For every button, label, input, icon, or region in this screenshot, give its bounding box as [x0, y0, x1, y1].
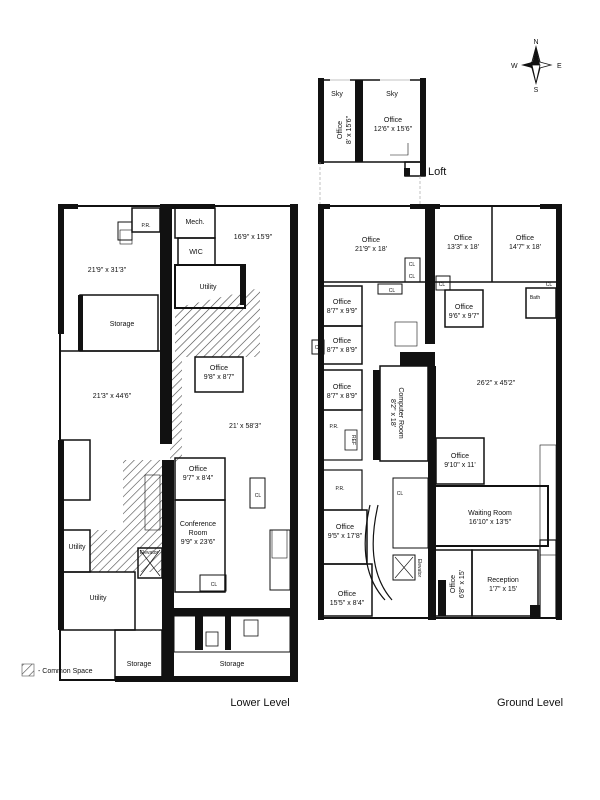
compass-e: E: [557, 63, 562, 70]
ground-office-10-dim: 15'5" x 8'4": [330, 600, 365, 607]
lower-room-top-right: 16'9" x 15'9": [234, 234, 273, 241]
lower-storage-upper: Storage: [110, 321, 135, 328]
legend: - Common Space: [21, 663, 93, 677]
ground-office-2-name: Office: [454, 235, 472, 242]
lower-wic: WIC: [189, 249, 203, 256]
lower-conference-name2: Room: [189, 530, 208, 537]
compass-s: S: [534, 87, 539, 94]
lower-conference-dim: 9'9" x 23'6": [181, 539, 216, 546]
loft-plan: Sky Sky Office 8' x 15'6" Office 12'6" x…: [318, 78, 446, 205]
ground-waiting-name: Waiting Room: [468, 510, 512, 517]
ground-office-1-dim: 21'9" x 18': [355, 246, 387, 253]
loft-office-left-name: Office: [337, 121, 344, 139]
ground-office-5-dim: 9'6" x 9'7": [449, 313, 480, 320]
lower-level-plan: P.R. Mech. WIC 16'9" x 15'9" 21'9" x 31'…: [58, 204, 298, 709]
lower-storage-bl: Storage: [127, 661, 152, 668]
ground-cl-b: CL: [409, 274, 416, 280]
lower-cl2: CL: [211, 582, 218, 588]
legend-label: - Common Space: [38, 668, 93, 675]
ground-cl-c: CL: [439, 282, 446, 288]
lower-conference-name1: Conference: [180, 521, 216, 528]
ground-office-7-name: Office: [333, 384, 351, 391]
lower-utility-top: Utility: [199, 284, 217, 291]
lower-room-big-left: 21'3" x 44'6": [93, 393, 132, 400]
ground-bath: Bath: [530, 295, 541, 301]
ground-pr2: P.R.: [335, 486, 344, 492]
ground-office-3-name: Office: [516, 235, 534, 242]
lower-cl1: CL: [255, 493, 262, 499]
ground-level-title: Ground Level: [497, 697, 563, 709]
ground-office-4-name: Office: [333, 299, 351, 306]
ground-level-plan: Office 21'9" x 18' Office 13'3" x 18' Of…: [311, 204, 563, 709]
lower-pr: P.R.: [141, 223, 150, 229]
ground-office-7-dim: 8'7" x 8'9": [327, 393, 358, 400]
ground-office-2-dim: 13'3" x 18': [447, 244, 479, 251]
ground-cl-e: CL: [315, 345, 322, 351]
ground-office-5-name: Office: [455, 304, 473, 311]
compass-n: N: [533, 39, 538, 46]
lower-level-title: Lower Level: [230, 697, 289, 709]
ground-open-area: 26'2" x 45'2": [477, 380, 516, 387]
ground-office-8-name: Office: [451, 453, 469, 460]
loft-title: Loft: [428, 166, 446, 178]
ground-cl-a: CL: [409, 262, 416, 268]
ground-office-11-name: Office: [450, 575, 457, 593]
lower-room-top-left: 21'9" x 31'3": [88, 267, 127, 274]
loft-sky-right: Sky: [386, 91, 398, 98]
lower-elevator: Elevator: [140, 550, 159, 556]
ground-office-9-dim: 9'5" x 17'8": [328, 533, 363, 540]
ground-pr1: P.R.: [329, 424, 338, 430]
lower-office-a-name: Office: [210, 365, 228, 372]
ground-office-3-dim: 14'7" x 18': [509, 244, 541, 251]
ground-office-4-dim: 8'7" x 9'9": [327, 308, 358, 315]
loft-office-right-dim: 12'6" x 15'6": [374, 126, 413, 133]
ground-office-11-dim: 6'8" x 15': [459, 570, 466, 598]
lower-mech: Mech.: [185, 219, 204, 226]
legend-swatch: [21, 663, 35, 677]
loft-office-right-name: Office: [384, 117, 402, 124]
ground-office-6-name: Office: [333, 338, 351, 345]
ground-ref: REF: [350, 435, 356, 445]
ground-elevator: Elevator: [416, 559, 422, 578]
compass-w: W: [511, 63, 518, 70]
ground-office-1-name: Office: [362, 237, 380, 244]
ground-cl-g: CL: [397, 491, 404, 497]
ground-office-6-dim: 8'7" x 8'9": [327, 347, 358, 354]
compass: N S E W: [511, 39, 562, 94]
lower-utility-bottom: Utility: [89, 595, 107, 602]
ground-reception-dim: 1'7" x 15': [489, 586, 517, 593]
lower-office-b-dim: 9'7" x 8'4": [183, 475, 214, 482]
ground-cl-f: CL: [546, 282, 553, 288]
ground-office-9-name: Office: [336, 524, 354, 531]
ground-waiting-dim: 16'10" x 13'5": [469, 519, 512, 526]
lower-office-a-dim: 9'8" x 8'7": [204, 374, 235, 381]
lower-storage-br: Storage: [220, 661, 245, 668]
lower-utility-left: Utility: [68, 544, 86, 551]
ground-computer-room-name: Computer Room: [397, 387, 404, 439]
ground-reception-name: Reception: [487, 577, 519, 584]
loft-sky-left: Sky: [331, 91, 343, 98]
ground-cl-d: CL: [389, 288, 396, 294]
ground-office-10-name: Office: [338, 591, 356, 598]
lower-room-big-right: 21' x 58'3": [229, 423, 262, 430]
ground-office-8-dim: 9'10" x 11': [444, 462, 476, 469]
lower-office-b-name: Office: [189, 466, 207, 473]
loft-office-left-dim: 8' x 15'6": [346, 115, 353, 144]
ground-computer-room-dim: 8'2" x 18': [389, 399, 396, 427]
